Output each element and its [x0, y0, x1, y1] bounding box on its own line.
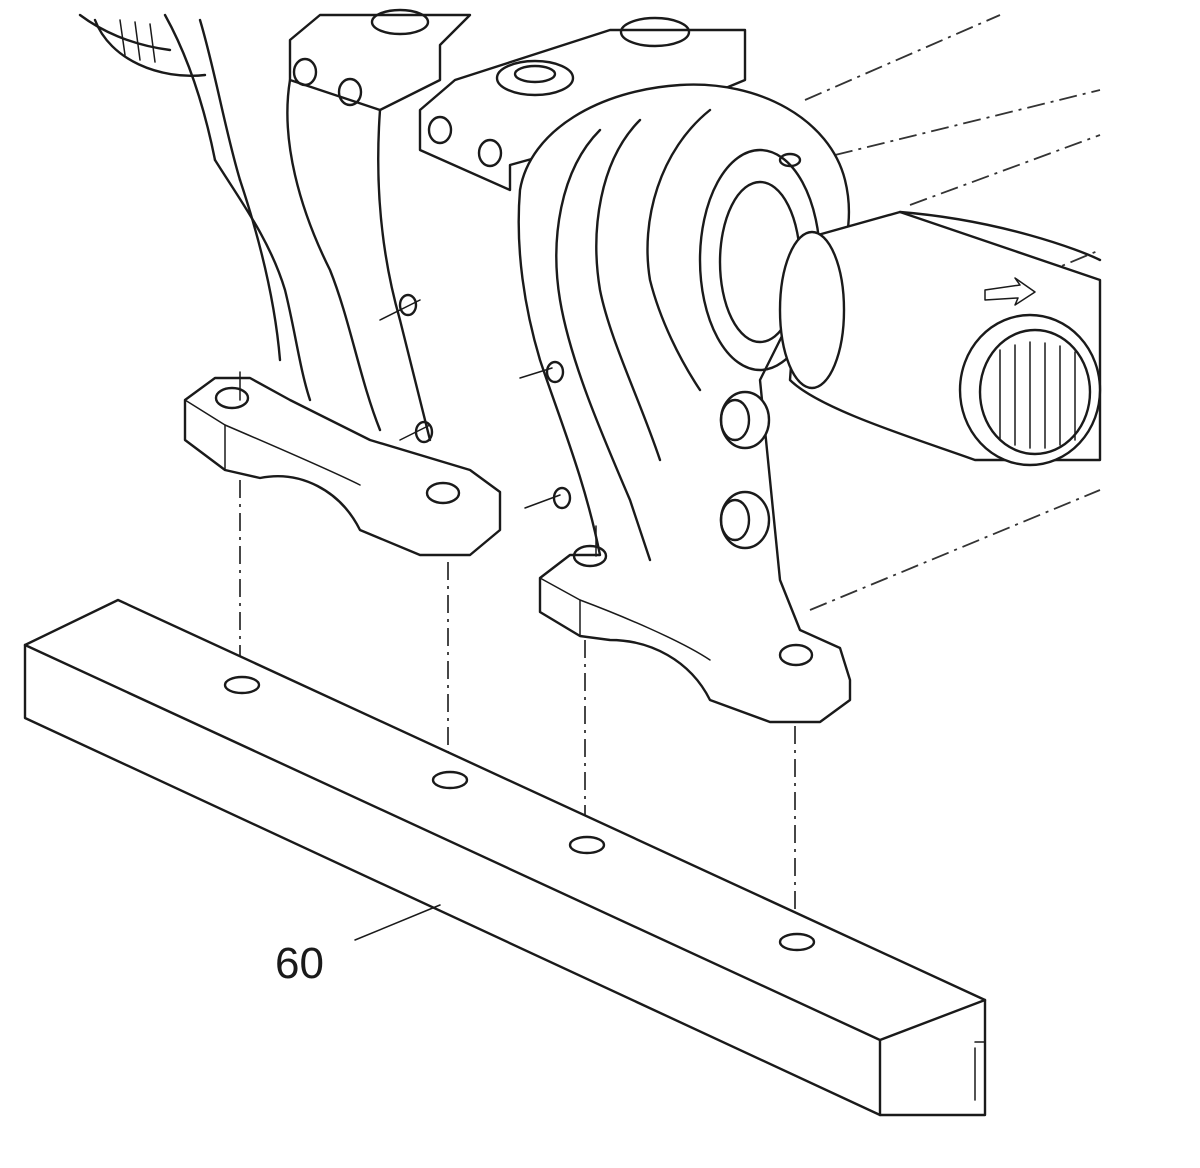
motor-fragment: [78, 13, 242, 182]
shaft-sleeve: [778, 210, 1102, 467]
callout-60-label: 60: [275, 939, 324, 988]
callout-60-leader: [354, 904, 441, 941]
base-rail: [23, 598, 987, 1117]
callout-60: 60: [275, 904, 441, 988]
front-bearing-block: [418, 16, 852, 724]
rear-bearing-block: [183, 8, 502, 557]
